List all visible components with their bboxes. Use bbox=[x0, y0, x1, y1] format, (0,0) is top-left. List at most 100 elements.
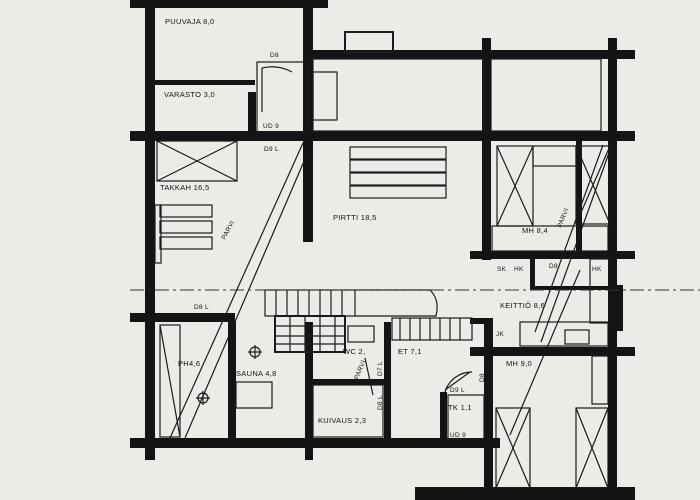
bed-mh90-1 bbox=[495, 407, 531, 489]
chimney-top bbox=[344, 31, 394, 53]
wall-tk-left bbox=[440, 392, 447, 448]
mark-d8-top: D8 bbox=[270, 52, 279, 59]
mark-parvi-mid: PARVI bbox=[353, 359, 367, 381]
kitchen-cabinet bbox=[589, 258, 611, 324]
pirtti-bench-3 bbox=[349, 172, 447, 186]
label-puuvaja: PUUVAJA 8,0 bbox=[165, 17, 214, 26]
wall-hk-bottom bbox=[530, 286, 610, 290]
door-swing-varasto bbox=[261, 66, 293, 112]
mark-hk-2: HK bbox=[592, 266, 602, 273]
wall-mh84-inner bbox=[576, 138, 582, 254]
shed-area bbox=[312, 58, 484, 132]
tk-closet bbox=[447, 394, 485, 441]
ladder-left-2 bbox=[184, 151, 309, 439]
wall-ph-right bbox=[228, 322, 236, 440]
bed-mh90-2-cross bbox=[575, 407, 609, 489]
mark-d8-right: D8 bbox=[479, 373, 486, 382]
shed-box bbox=[312, 71, 338, 121]
stove-bricks bbox=[275, 316, 345, 352]
pirtti-bench-1 bbox=[349, 146, 447, 160]
room-labels: PUUVAJA 8,0 VARASTO 3,0 TAKKAH 16,5 PIRT… bbox=[160, 17, 548, 425]
mark-d9l-top: D9 L bbox=[264, 146, 279, 153]
mark-sk: SK bbox=[497, 266, 507, 273]
takka-hearth bbox=[156, 140, 238, 182]
wall-mid-upper bbox=[303, 0, 313, 242]
bench-1 bbox=[159, 204, 213, 218]
stair-treads bbox=[275, 290, 343, 316]
mh84-desk bbox=[532, 145, 577, 167]
wall-top bbox=[130, 0, 328, 8]
ph-bench-diag bbox=[159, 324, 181, 438]
mark-d9l-tk: D9 L bbox=[450, 387, 465, 394]
shed-right-area bbox=[490, 58, 602, 132]
wall-jk-stub bbox=[470, 318, 488, 324]
mh90-closet bbox=[591, 355, 609, 405]
sauna-drain-cross bbox=[248, 345, 262, 359]
label-ph: PH4,6 bbox=[178, 359, 200, 368]
bed-mh84-2 bbox=[575, 145, 611, 225]
pirtti-bench-2 bbox=[349, 159, 447, 173]
mark-ud9-bottom: UD 9 bbox=[450, 432, 466, 439]
counter-lines bbox=[399, 318, 461, 340]
mark-d8-kitchen: D8 bbox=[549, 263, 558, 270]
door-swing-et bbox=[444, 371, 473, 393]
stair-landing bbox=[355, 289, 438, 317]
bench-3 bbox=[159, 236, 213, 250]
kitchen-counter bbox=[519, 321, 609, 347]
ph-drain-cross bbox=[196, 391, 210, 405]
wall-kitchen-bottom bbox=[470, 347, 635, 356]
pirtti-bench-4 bbox=[349, 185, 447, 199]
label-wc: WC 2, bbox=[343, 347, 365, 356]
wall-right-window bbox=[615, 285, 623, 331]
ladder-right bbox=[534, 144, 611, 343]
bed-mh90-1-cross bbox=[495, 407, 531, 489]
sauna-stove bbox=[274, 315, 346, 353]
wall-row-upper bbox=[130, 131, 635, 141]
bed-mh84-2-cross bbox=[575, 145, 611, 225]
ladder-left bbox=[169, 142, 304, 439]
mark-jk: JK bbox=[496, 331, 505, 338]
mh84-closet bbox=[491, 225, 609, 252]
kuivaus-room bbox=[312, 384, 384, 438]
mark-hk-1: HK bbox=[514, 266, 524, 273]
mark-d7l: D7 L bbox=[377, 361, 384, 376]
label-keittio: KEITTIÖ 8,6 bbox=[500, 301, 545, 310]
label-sauna: SAUNA 4,8 bbox=[236, 369, 277, 378]
wall-sauna-right bbox=[305, 322, 313, 460]
entry-niche bbox=[256, 61, 308, 133]
kitchen-sink bbox=[564, 329, 590, 345]
wall-kuivaus-top bbox=[310, 379, 390, 385]
wc-pipe bbox=[364, 357, 374, 396]
mark-d8l-mid: D8 L bbox=[377, 395, 384, 410]
label-varasto: VARASTO 3,0 bbox=[164, 90, 215, 99]
wall-mid-right bbox=[482, 38, 491, 260]
wall-bottom bbox=[130, 438, 500, 448]
label-tk: TK 1,1 bbox=[448, 403, 472, 412]
wall-row-lower-left bbox=[130, 313, 235, 322]
bed-mh90-2 bbox=[575, 407, 609, 489]
ladder-mh90 bbox=[509, 269, 581, 436]
wall-mh90-left bbox=[484, 318, 493, 500]
wall-varasto-right bbox=[248, 92, 256, 132]
et-counter bbox=[391, 317, 473, 341]
ph-bench bbox=[159, 324, 181, 438]
label-pirtti: PIRTTI 18,5 bbox=[333, 213, 377, 222]
wall-shed-top bbox=[305, 50, 635, 59]
wall-bottom-right bbox=[415, 487, 635, 500]
wall-right bbox=[608, 38, 617, 500]
takka-cross bbox=[156, 140, 238, 182]
sauna-bench bbox=[235, 381, 273, 409]
wall-kitchen-top bbox=[470, 251, 635, 259]
label-et: ET 7,1 bbox=[398, 347, 422, 356]
fixtures bbox=[130, 31, 700, 489]
label-kuivaus: KUIVAUS 2,3 bbox=[318, 416, 366, 425]
label-takkah: TAKKAH 16,5 bbox=[160, 183, 209, 192]
wall-hk-divider bbox=[530, 257, 535, 287]
mark-d8l-left: D8 L bbox=[194, 304, 209, 311]
bed-mh84-1-cross bbox=[496, 145, 534, 227]
wall-varasto-top bbox=[155, 80, 255, 85]
mark-ud9-top: UD 9 bbox=[263, 123, 279, 130]
walls bbox=[130, 0, 635, 500]
label-mh90: MH 9,0 bbox=[506, 359, 532, 368]
